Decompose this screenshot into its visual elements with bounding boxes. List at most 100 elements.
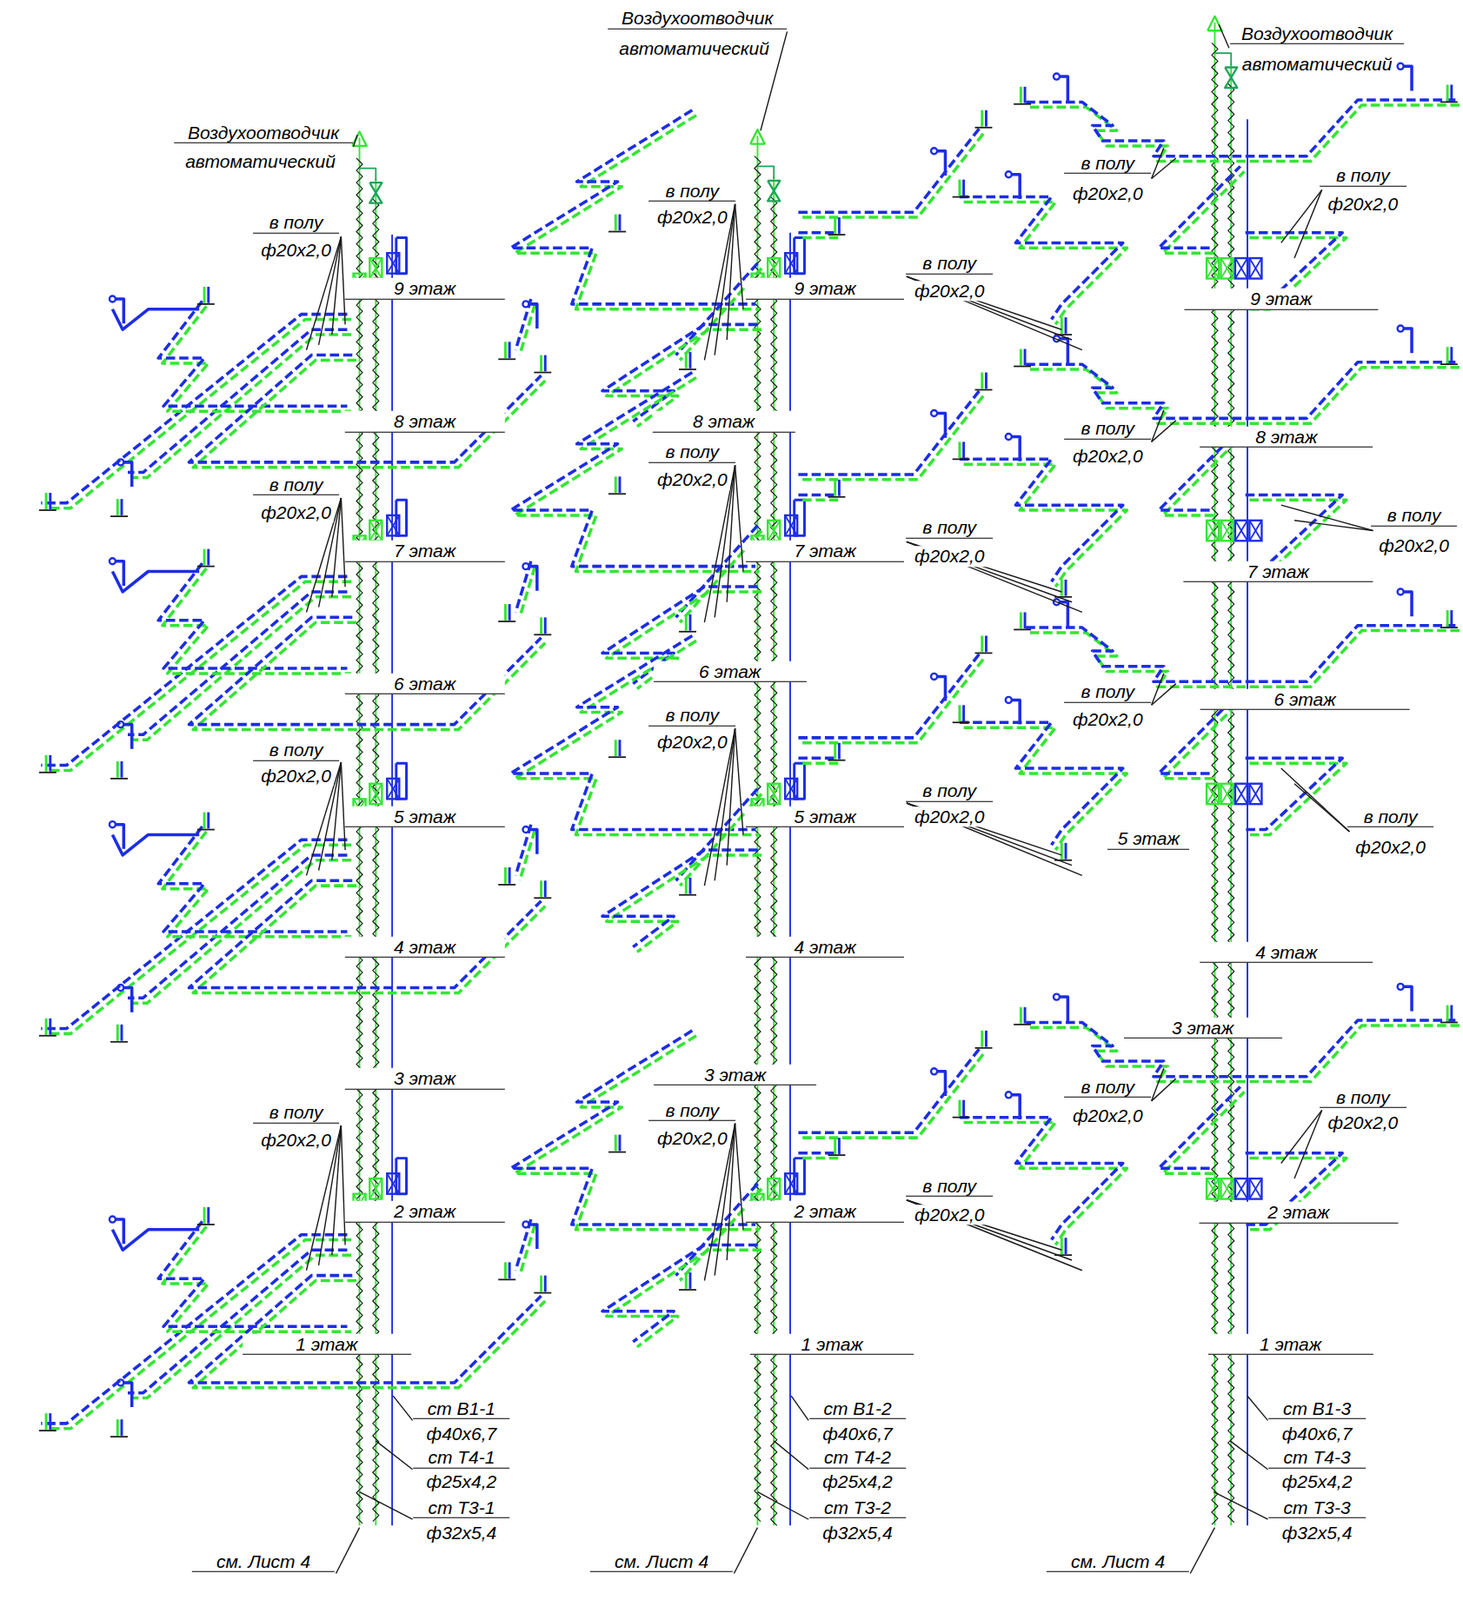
fixture-symbol — [1446, 1004, 1450, 1022]
drawing-label: ф20х2,0 — [1070, 183, 1146, 205]
cold-pipe — [515, 824, 532, 877]
tap-symbol — [115, 824, 124, 850]
valve-symbol — [1206, 258, 1219, 279]
valve-symbol — [1220, 258, 1233, 279]
valve-symbol — [369, 258, 382, 279]
fixture-symbol — [498, 620, 516, 623]
valve-symbol — [767, 258, 780, 279]
fixture-symbol — [678, 368, 697, 371]
leader-line — [1151, 420, 1177, 443]
valve-symbol — [1220, 520, 1233, 541]
fixture-symbol — [539, 880, 543, 898]
leader-line — [906, 1200, 1072, 1261]
drawing-label: ст Т4-2 — [809, 1447, 907, 1470]
valve-symbol — [1220, 1178, 1233, 1199]
fixture-symbol — [957, 441, 961, 459]
tap-symbol — [1397, 984, 1404, 991]
valve-symbol — [1206, 258, 1219, 279]
fixture-symbol — [508, 341, 512, 359]
fixture-symbol — [110, 515, 128, 518]
fixture-symbol — [1446, 346, 1450, 364]
fixture-symbol — [608, 756, 626, 759]
fixture-symbol — [533, 897, 552, 899]
fixture-symbol — [48, 1018, 52, 1036]
drawing-label: ф40х6,7 — [424, 1423, 500, 1445]
valve-symbol — [1235, 784, 1248, 805]
drawing-label: ст Т4-3 — [1268, 1447, 1366, 1470]
hot-pipe — [45, 581, 352, 771]
valve-symbol — [1220, 784, 1233, 805]
tap-symbol — [528, 830, 537, 855]
fixture-symbol — [1064, 843, 1068, 860]
leader-line — [906, 276, 1083, 351]
fixture-symbol — [498, 1278, 516, 1281]
valve-symbol — [1220, 520, 1233, 541]
fixture-symbol — [533, 633, 552, 636]
hot-pipe — [1163, 171, 1245, 253]
fixture-symbol — [980, 372, 984, 390]
fixture-symbol — [39, 1429, 57, 1432]
fixture-symbol — [1449, 346, 1453, 364]
leader-line — [1151, 1078, 1177, 1102]
riser-line — [359, 168, 377, 181]
fixture-symbol — [952, 1117, 971, 1119]
fixture-symbol — [1019, 349, 1023, 366]
fixture-symbol — [539, 355, 543, 373]
cold-pipe — [510, 372, 756, 567]
fixture-symbol — [1060, 317, 1064, 334]
insulation-mark — [754, 156, 761, 1523]
fixture-symbol — [1446, 610, 1450, 627]
leader-line — [735, 204, 744, 310]
riser-line — [772, 176, 775, 1526]
fixture-symbol — [684, 352, 688, 369]
fixture-symbol — [833, 1137, 837, 1155]
cold-pipe — [510, 110, 756, 305]
tap-symbol — [1005, 697, 1012, 704]
fixture-symbol — [45, 755, 48, 772]
fixture-symbol — [110, 1041, 128, 1044]
drawing-label: ст Т3-1 — [412, 1496, 511, 1519]
hot-pipe — [514, 377, 760, 572]
cold-pipe — [1025, 362, 1458, 419]
valve-symbol — [1235, 520, 1248, 541]
drawing-label: в полу — [1064, 681, 1151, 704]
valve-symbol — [1249, 258, 1262, 279]
fixture-symbol — [1064, 1237, 1068, 1255]
fixture-symbol — [120, 761, 124, 779]
fixture-symbol — [618, 739, 621, 757]
fixture-symbol — [533, 1292, 552, 1295]
fixture-symbol — [827, 233, 845, 236]
drawing-label: 8 этаж — [1199, 425, 1374, 448]
valve-symbol — [1206, 520, 1219, 541]
valve-symbol — [767, 784, 780, 805]
cold-pipe — [515, 561, 532, 613]
drawing-label: ст Т4-1 — [412, 1447, 511, 1470]
cold-pipe — [798, 127, 980, 213]
fixture-symbol — [116, 1024, 120, 1042]
insulation-mark — [356, 158, 363, 1524]
tap-symbol — [115, 1219, 124, 1244]
drawing-label: 3 этаж — [1123, 1017, 1283, 1039]
hot-pipe — [1249, 763, 1347, 835]
hot-pipe — [606, 855, 762, 953]
valve-symbol — [1220, 784, 1233, 805]
hot-pipe — [802, 1157, 839, 1161]
cold-pipe — [127, 1250, 347, 1393]
valve-symbol — [1206, 784, 1219, 805]
leader-line — [336, 1528, 360, 1575]
fixture-symbol — [206, 549, 210, 566]
fixture-symbol — [508, 867, 512, 885]
pipework — [39, 16, 1463, 1575]
drawing-label: ф20х2,0 — [654, 206, 731, 228]
drawing-label: в полу — [648, 704, 736, 727]
fixture-symbol — [203, 286, 207, 304]
drawing-label: ф20х2,0 — [911, 1204, 988, 1226]
tap-symbol — [123, 1383, 132, 1408]
leader-line — [1230, 1441, 1268, 1470]
hot-pipe — [802, 133, 985, 218]
hot-pipe — [802, 236, 839, 240]
leader-line — [906, 803, 1072, 866]
valve-symbol — [1235, 258, 1248, 279]
tap-symbol — [937, 151, 945, 176]
